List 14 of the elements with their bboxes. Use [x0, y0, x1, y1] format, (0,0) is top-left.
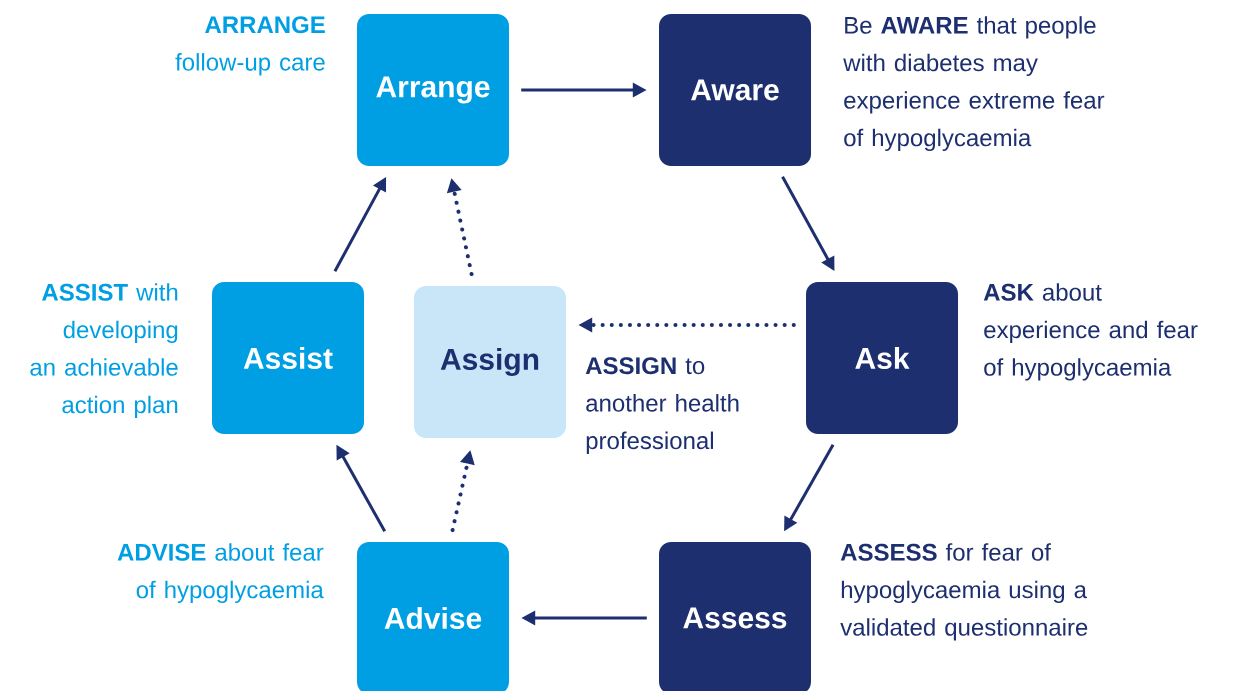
process-box: Advise	[357, 542, 509, 691]
annotation-text: Be AWARE that people with diabetes may experience extreme fear of hypoglycaemia	[843, 16, 1105, 152]
process-box: Assist	[212, 282, 364, 434]
process-box: Assign	[414, 286, 566, 438]
annotation-text: ASSIGN to another health professional	[585, 357, 739, 454]
process-box: Ask	[806, 282, 958, 434]
annotation-text: ADVISE about fear of hypoglycaemia	[117, 543, 324, 604]
process-box: Arrange	[357, 14, 509, 166]
annotation-text: ARRANGE follow-up care	[175, 16, 325, 76]
process-box: Assess	[659, 542, 811, 691]
annotation-text: ASSESS for fear of hypoglycaemia using a validated questionnaire	[840, 543, 1088, 641]
annotation-text: ASK about experience and fear of hypoglycaemia	[983, 283, 1198, 381]
annotation-text: ASSIST with developing an achievable action plan	[30, 283, 178, 419]
process-box: Aware	[659, 14, 811, 166]
